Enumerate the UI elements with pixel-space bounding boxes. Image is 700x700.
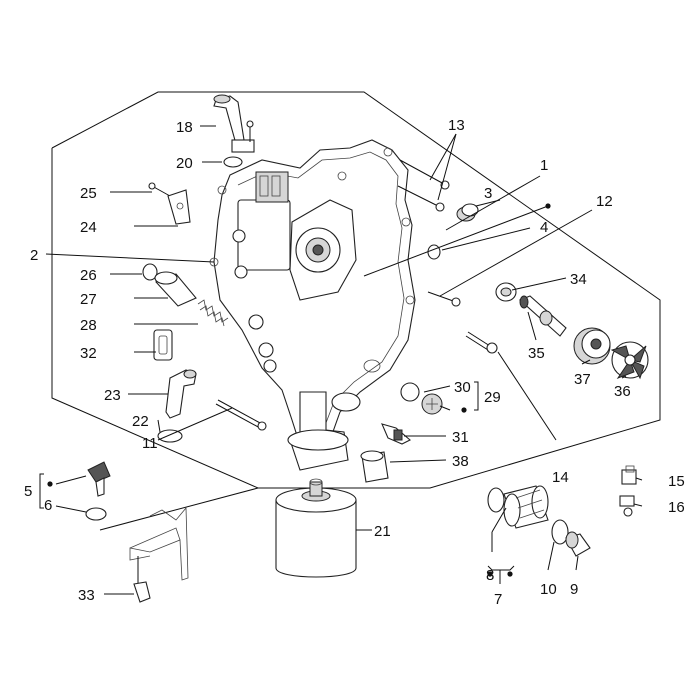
callout-26: 26 [80, 267, 97, 284]
callout-28: 28 [80, 317, 97, 334]
part-3-plug [456, 203, 479, 222]
part-37-seal [573, 327, 611, 365]
callout-10: 10 [540, 581, 557, 598]
callout-13: 13 [448, 117, 465, 134]
callout-30: 30 [454, 379, 471, 396]
callout-18: 18 [176, 119, 193, 136]
part-32-gasket [153, 329, 173, 361]
part-33-stand-bracket [129, 506, 189, 603]
part-27-bushing [154, 271, 197, 307]
callout-35: 35 [528, 345, 545, 362]
part-14-bolt [465, 331, 498, 354]
callout-29: 29 [484, 389, 501, 406]
callout-33: 33 [78, 587, 95, 604]
callout-5: 5 [24, 483, 32, 500]
part-13-bolts [397, 159, 450, 212]
part-4-seal [427, 244, 441, 260]
callout-25: 25 [80, 185, 97, 202]
part-6-o-ring [85, 507, 107, 521]
callout-8: 8 [486, 567, 494, 584]
callout-9: 9 [570, 581, 578, 598]
callout-3: 3 [484, 185, 492, 202]
part-25-screw [148, 182, 171, 197]
part-38-bushing [360, 450, 389, 483]
assembly-boundary [51, 91, 661, 489]
part-15-clip [621, 465, 637, 485]
part-16-clip [619, 495, 635, 517]
part-12-bolt [427, 291, 461, 307]
callout-20: 20 [176, 155, 193, 172]
part-34-washer [495, 282, 517, 302]
callout-21: 21 [374, 523, 391, 540]
part-23-hose [165, 369, 197, 419]
part-10-o-ring [551, 519, 569, 545]
part-9-drain-plug [565, 531, 591, 557]
crankcase-cover [209, 139, 416, 471]
callout-34: 34 [570, 271, 587, 288]
callout-2: 2 [30, 247, 38, 264]
callout-23: 23 [104, 387, 121, 404]
part-7-strainer [503, 485, 549, 529]
callout-36: 36 [614, 383, 631, 400]
leader-lines [39, 125, 643, 595]
callout-6: 6 [44, 497, 52, 514]
callout-27: 27 [80, 291, 97, 308]
assembly-boundary-lower [99, 487, 259, 531]
part-11-bolt [215, 399, 267, 431]
part-26-seal [142, 263, 158, 281]
callout-1: 1 [540, 157, 548, 174]
callout-12: 12 [596, 193, 613, 210]
part-28-spring [197, 299, 229, 327]
part-31-sensor [381, 423, 411, 445]
part-36-impeller [610, 341, 649, 380]
part-5-dipstick-cap [87, 461, 111, 497]
part-35-shaft [518, 295, 567, 337]
bullet-dots [47, 203, 551, 577]
part-24-bracket [167, 189, 191, 225]
callout-38: 38 [452, 453, 469, 470]
part-20-o-ring [223, 156, 243, 168]
callout-labels: 1 2 3 4 5 6 7 8 9 10 11 12 13 14 15 16 1… [24, 117, 685, 608]
part-22-clamp [157, 429, 183, 443]
callout-37: 37 [574, 371, 591, 388]
callout-7: 7 [494, 591, 502, 608]
callout-31: 31 [452, 429, 469, 446]
callout-14: 14 [552, 469, 569, 486]
callout-24: 24 [80, 219, 97, 236]
callout-16: 16 [668, 499, 685, 516]
callout-15: 15 [668, 473, 685, 490]
callout-11: 11 [142, 435, 158, 452]
part-30-o-ring [400, 382, 420, 402]
part-29-plug [421, 393, 443, 415]
part-8-o-ring [487, 487, 505, 513]
callout-32: 32 [80, 345, 97, 362]
callout-4: 4 [540, 219, 548, 236]
part-21-oil-filter [275, 478, 357, 578]
part-18-breather-pipe [213, 94, 255, 153]
callout-22: 22 [132, 413, 149, 430]
